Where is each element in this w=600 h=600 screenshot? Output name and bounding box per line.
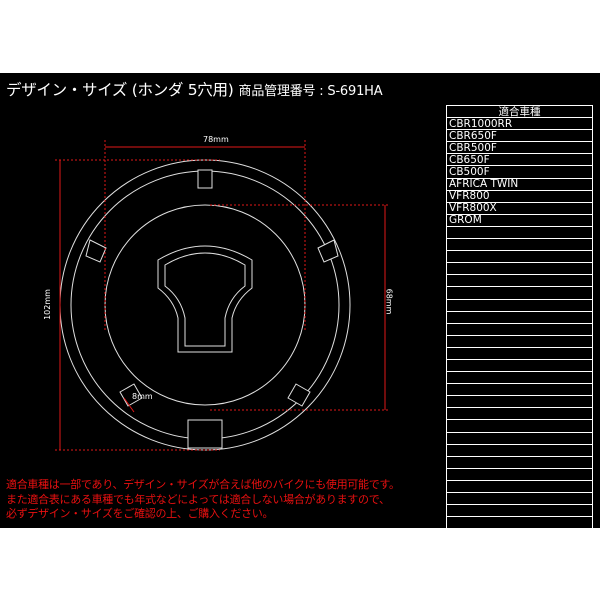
model-cell [446,322,593,336]
model-cell [446,286,593,300]
dim-label-width: 78mm [203,135,229,144]
dim-line-8 [123,397,135,413]
table-row [446,310,593,324]
table-row [446,455,593,469]
product-code: 商品管理番号 : S-691HA [238,84,383,99]
table-row: CB500F [446,165,593,179]
table-row: CBR500F [446,141,593,155]
model-cell [446,479,593,494]
inner-ring [104,204,306,406]
table-row [446,419,593,433]
model-cell: CBR1000RR [446,117,593,131]
lug-bottom-right [287,383,311,407]
table-row [446,225,593,240]
model-cell: AFRICA TWIN [446,177,593,191]
table-row [446,431,593,445]
table-row [446,407,593,421]
model-cell [446,431,593,445]
table-row [446,298,593,312]
model-cell [446,504,593,518]
lug-bottom [187,419,223,449]
model-cell [446,516,593,530]
lug-right [317,239,339,263]
model-cell [446,238,593,252]
model-cell: VFR800 [446,189,593,203]
model-cell [446,310,593,324]
model-cell [446,274,593,288]
lug-left [85,239,107,263]
note-line: また適合表にある車種でも年式などによっては適合しない場合がありますので、 [6,492,390,506]
model-cell [446,419,593,433]
model-cell [446,371,593,385]
title-text: デザイン・サイズ (ホンダ 5穴用) [6,81,234,99]
dim-label-height-left: 102mm [42,289,52,320]
table-row: AFRICA TWIN [446,177,593,191]
table-row [446,479,593,494]
model-cell [446,250,593,264]
table-row [446,383,593,397]
dim-label-height-right: 68mm [384,288,394,315]
lug-top [197,169,213,189]
table-row: VFR800 [446,189,593,203]
model-cell [446,407,593,421]
dimension-lines [55,140,390,451]
table-row [446,443,593,457]
table-row: VFR800X [446,201,593,215]
dim-label-hole: 8mm [132,392,153,401]
outer-ring [59,159,351,451]
table-row: CB650F [446,153,593,167]
table-row [446,238,593,252]
model-cell [446,262,593,276]
table-row [446,358,593,373]
table-header: 適合車種 [446,104,593,119]
table-row [446,286,593,300]
model-cell [446,491,593,506]
compatibility-notes: 適合車種は一部であり、デザイン・サイズが合えば他のバイクにも使用可能です。 また… [6,478,400,522]
model-cell [446,395,593,409]
table-row [446,395,593,409]
model-cell [446,358,593,373]
model-cell [446,298,593,312]
model-cell: GROM [446,213,593,227]
mounting-lugs [85,169,339,449]
table-row [446,504,593,518]
table-row [446,516,593,530]
table-row: CBR650F [446,129,593,143]
table-row [446,250,593,264]
table-row: GROM [446,213,593,227]
model-cell [446,225,593,240]
model-cell [446,455,593,469]
table-row [446,322,593,336]
model-cell [446,334,593,348]
key-cover [157,245,253,353]
model-cell: VFR800X [446,201,593,215]
table-row [446,274,593,288]
model-cell [446,443,593,457]
model-cell [446,346,593,360]
table-row: CBR1000RR [446,117,593,131]
note-line: 適合車種は一部であり、デザイン・サイズが合えば他のバイクにも使用可能です。 [6,478,400,491]
table-row [446,491,593,506]
table-row [446,334,593,348]
model-cell: CBR650F [446,129,593,143]
page-title: デザイン・サイズ (ホンダ 5穴用) 商品管理番号 : S-691HA [6,78,383,100]
model-cell [446,467,593,481]
table-row [446,467,593,481]
table-row [446,346,593,360]
model-cell: CB500F [446,165,593,179]
table-row [446,262,593,276]
model-cell: CB650F [446,153,593,167]
cap-outline [59,159,351,451]
note-line: 必ずデザイン・サイズをご確認の上、ご購入ください。 [6,507,274,520]
model-cell: CBR500F [446,141,593,155]
key-cover-inner [164,252,246,347]
model-cell [446,383,593,397]
table-row [446,371,593,385]
key-cover-outer [157,245,253,353]
